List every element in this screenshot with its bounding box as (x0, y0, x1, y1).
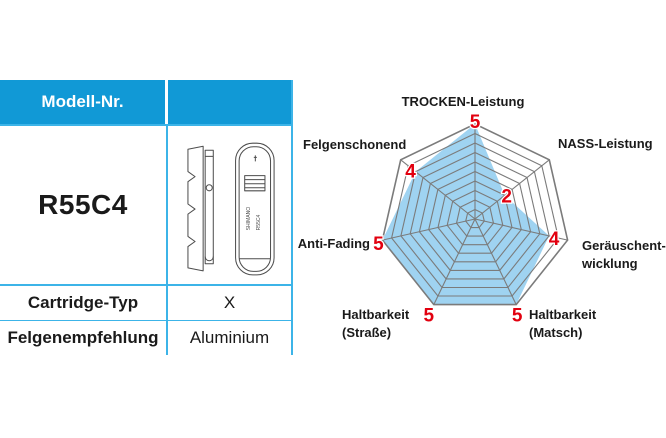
value-label: 2 (501, 186, 512, 207)
radar-grid-ring (428, 170, 522, 263)
value-label: 5 (373, 234, 384, 255)
radar-grid-ring (400, 142, 550, 289)
value-label: 4 (405, 162, 416, 183)
radar-spoke (474, 159, 550, 220)
value-label: 5 (424, 306, 435, 327)
brake-pad-drawing: SHIMANO R55C4 (186, 142, 275, 275)
radar-grid-ring (409, 151, 541, 280)
radar-grid-ring (455, 199, 495, 237)
radar-spoke (474, 218, 568, 241)
radar-spoke (382, 218, 476, 241)
radar-grid-ring (446, 189, 504, 246)
value-label: 5 (512, 306, 523, 327)
table-header-empty (168, 80, 292, 124)
table-header-model: Modell-Nr. (0, 80, 165, 124)
value-label: 5 (470, 112, 481, 133)
radar-grid-ring (465, 208, 485, 229)
brake-pad-side-view (186, 145, 214, 271)
axis-label-felgenschonend: Felgenschonend (303, 137, 407, 152)
row-value-felgenempfehlung: Aluminium (189, 327, 270, 347)
table-header-label: Modell-Nr. (41, 92, 124, 111)
radar-grid-ring (418, 161, 532, 271)
value-label: 4 (549, 229, 560, 250)
product-illustration: SHIMANO R55C4 (167, 125, 292, 284)
table-divider (0, 284, 292, 286)
radar-grid-ring (391, 132, 559, 297)
drawing-brand-text: SHIMANO (245, 206, 251, 230)
row-value-cartridge-typ: X (223, 292, 236, 312)
radar-spoke (433, 218, 476, 305)
axis-label-nass-leistung: NASS-Leistung (558, 136, 653, 151)
table-divider (0, 319, 292, 321)
brake-pad-face-view: SHIMANO R55C4 (234, 142, 275, 275)
radar-grid-ring (437, 180, 513, 254)
table-column-divider (166, 125, 168, 355)
row-label-cartridge-typ: Cartridge-Typ (27, 292, 139, 312)
model-number: R55C4 (38, 188, 128, 220)
radar-spoke (474, 218, 517, 305)
axis-label-anti-fading: Anti-Fading (297, 236, 370, 251)
table-divider (0, 124, 292, 126)
radar-spoke (400, 159, 476, 220)
axis-label-geraeuschentwicklung: Geräuschent- wicklung (582, 238, 666, 271)
radar-grid-ring (381, 123, 569, 306)
axis-label-haltbarkeit-matsch: Haltbarkeit (Matsch) (529, 307, 597, 340)
drawing-model-text: R55C4 (255, 214, 261, 230)
axis-label-haltbarkeit-strasse: Haltbarkeit (Straße) (342, 307, 410, 340)
axis-label-trocken-leistung: TROCKEN-Leistung (401, 94, 525, 109)
table-right-border (291, 80, 293, 355)
row-label-felgenempfehlung: Felgenempfehlung (7, 327, 159, 347)
radar-data-polygon (382, 124, 550, 305)
